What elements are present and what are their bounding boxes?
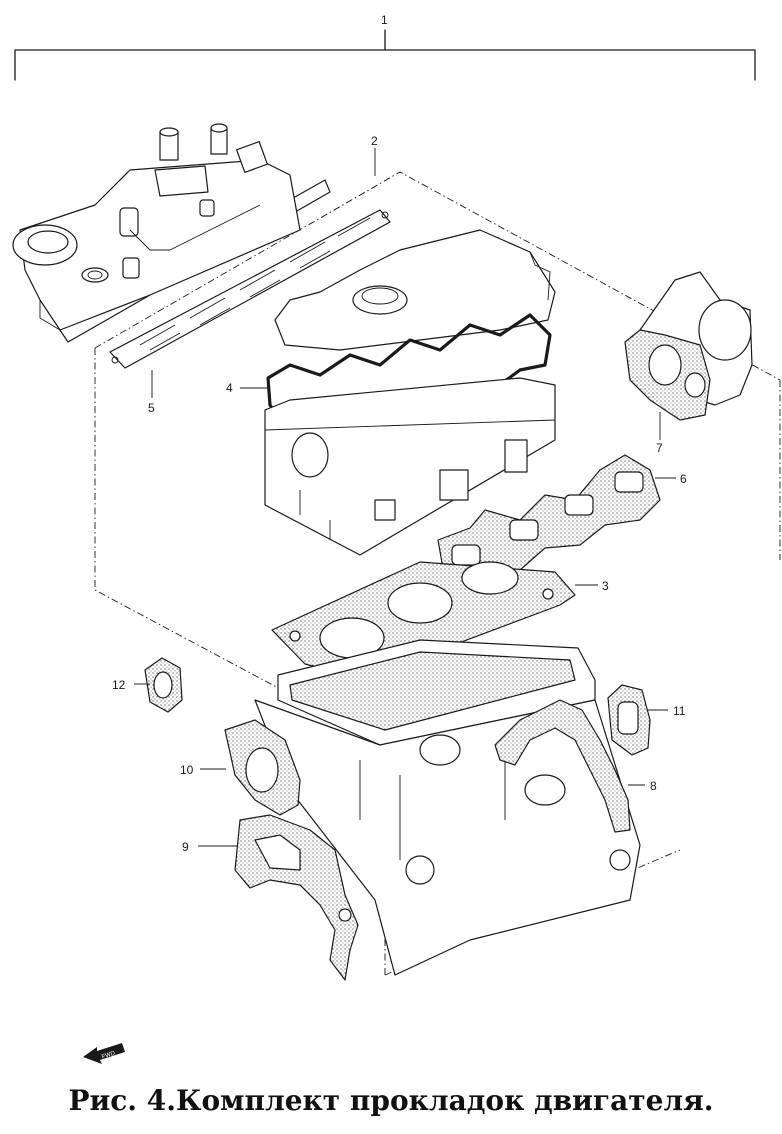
kit-bracket	[14, 29, 756, 81]
timing-cover-gasket	[494, 699, 631, 833]
exhaust-manifold-gasket	[437, 454, 661, 589]
rear-cover-gasket	[607, 684, 651, 756]
callout-12: 12	[112, 678, 126, 692]
callout-10: 10	[180, 763, 194, 777]
callout-2: 2	[371, 134, 378, 148]
water-pump-gasket	[224, 719, 301, 816]
callout-5: 5	[148, 401, 155, 415]
cylinder-head-cover	[274, 229, 556, 351]
oil-pan-side-gasket	[234, 814, 359, 981]
cylinder-block	[254, 639, 641, 976]
intake-manifold	[12, 123, 331, 343]
front-arrow-icon: FWD	[83, 1043, 125, 1064]
intake-manifold-gasket	[109, 209, 391, 369]
figure-caption: Рис. 4.Комплект прокладок двигателя.	[68, 1084, 714, 1117]
callout-4: 4	[226, 381, 233, 395]
callout-6: 6	[680, 472, 687, 486]
leader-lines	[134, 370, 676, 847]
cylinder-head	[264, 377, 556, 556]
front-arrow-label: FWD	[101, 1050, 116, 1060]
callout-1: 1	[381, 13, 388, 27]
vacuum-pump	[624, 271, 753, 421]
callout-7: 7	[656, 441, 663, 455]
callout-8: 8	[650, 779, 657, 793]
callout-3: 3	[602, 579, 609, 593]
callout-11: 11	[673, 704, 686, 718]
callout-9: 9	[182, 840, 189, 854]
outlet-gasket	[144, 657, 183, 713]
